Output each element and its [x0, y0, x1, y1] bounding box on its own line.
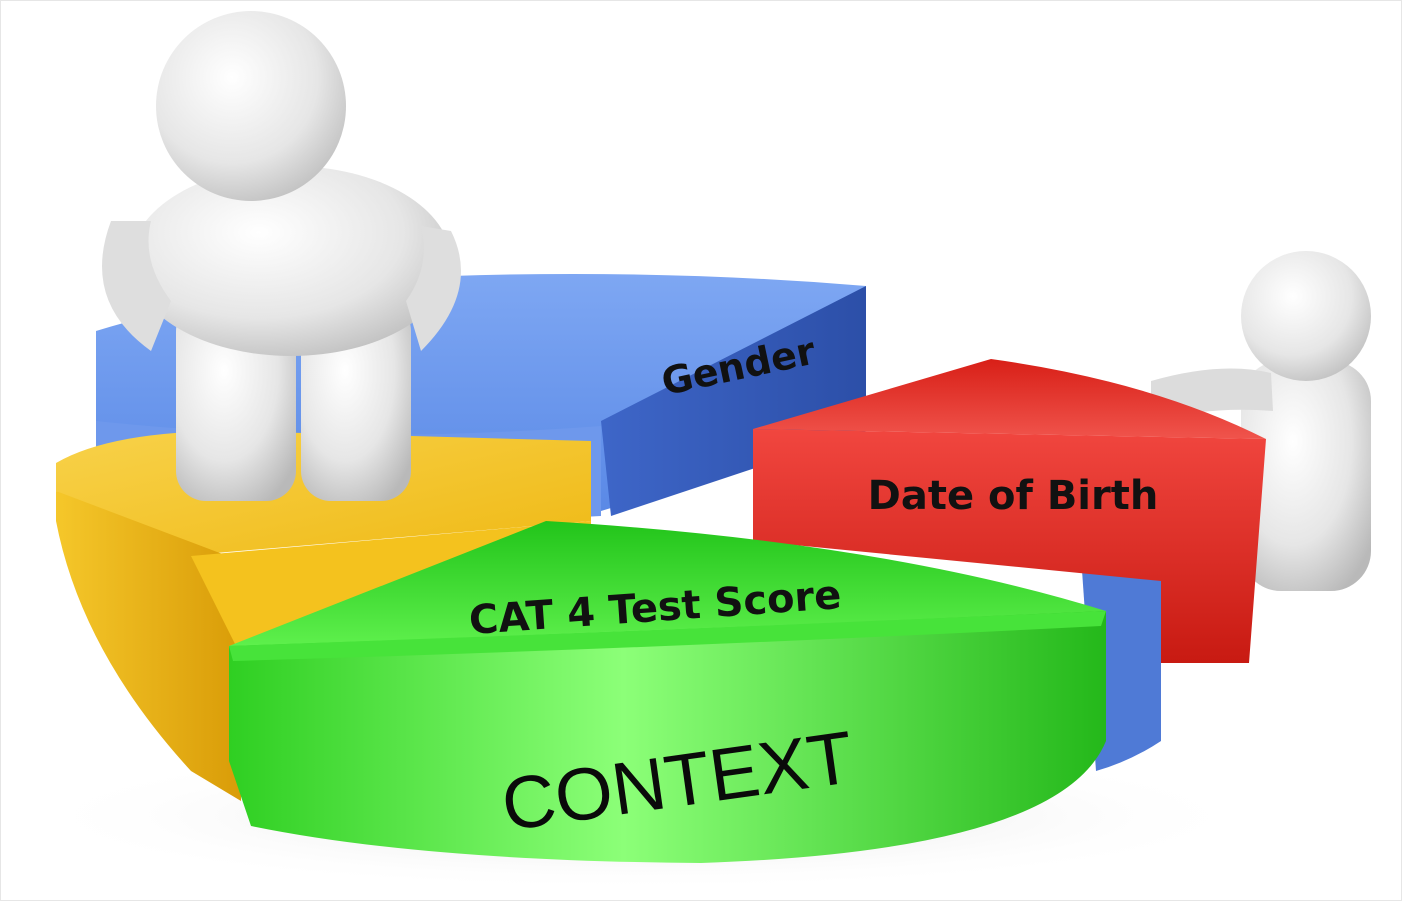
green-slice	[229, 521, 1106, 863]
red-slice	[753, 359, 1266, 663]
date-of-birth-label: Date of Birth	[868, 473, 1159, 519]
large-figure	[102, 11, 461, 501]
